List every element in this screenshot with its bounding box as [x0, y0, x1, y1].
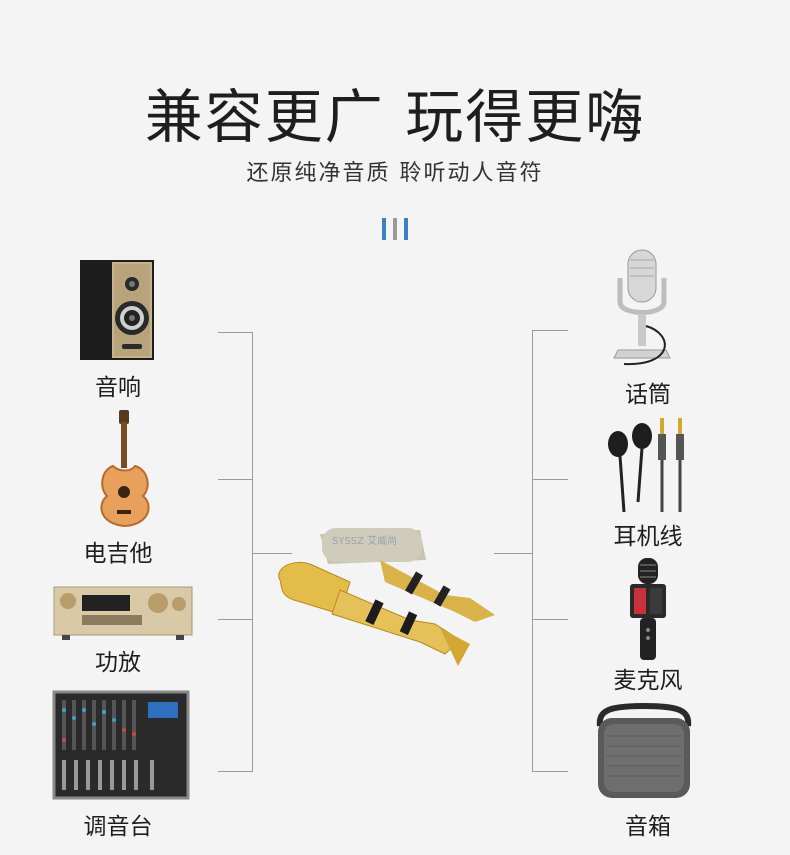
- label-speaker: 音响: [95, 375, 141, 401]
- divider-bar-gray: [393, 218, 397, 240]
- microphone-icon: [604, 246, 684, 370]
- label-amplifier: 功放: [95, 650, 141, 676]
- divider-bar-blue: [382, 218, 386, 240]
- label-earphones: 耳机线: [613, 524, 683, 550]
- portable-speaker-icon: [592, 700, 696, 802]
- label-mixer: 调音台: [83, 814, 153, 840]
- label-microphone: 话筒: [625, 382, 671, 408]
- label-guitar: 电吉他: [83, 541, 153, 567]
- brand-logo: SYSSZ 艾威尚: [332, 534, 397, 547]
- page-subtitle: 还原纯净音质 聆听动人音符: [246, 161, 544, 186]
- speaker-icon: [78, 258, 156, 362]
- earphones-icon: [604, 414, 690, 514]
- label-portable-speaker: 音箱: [625, 814, 671, 840]
- label-karaoke-mic: 麦克风: [613, 668, 683, 694]
- guitar-icon: [95, 410, 155, 528]
- divider-bar-blue: [404, 218, 408, 240]
- karaoke-mic-icon: [628, 558, 668, 662]
- adapter-plug-image: SYSSZ 艾威尚: [270, 520, 510, 680]
- mixer-icon: [52, 690, 190, 800]
- page-title: 兼容更广 玩得更嗨: [144, 83, 646, 151]
- divider-bars: [382, 218, 412, 242]
- amplifier-icon: [52, 585, 194, 641]
